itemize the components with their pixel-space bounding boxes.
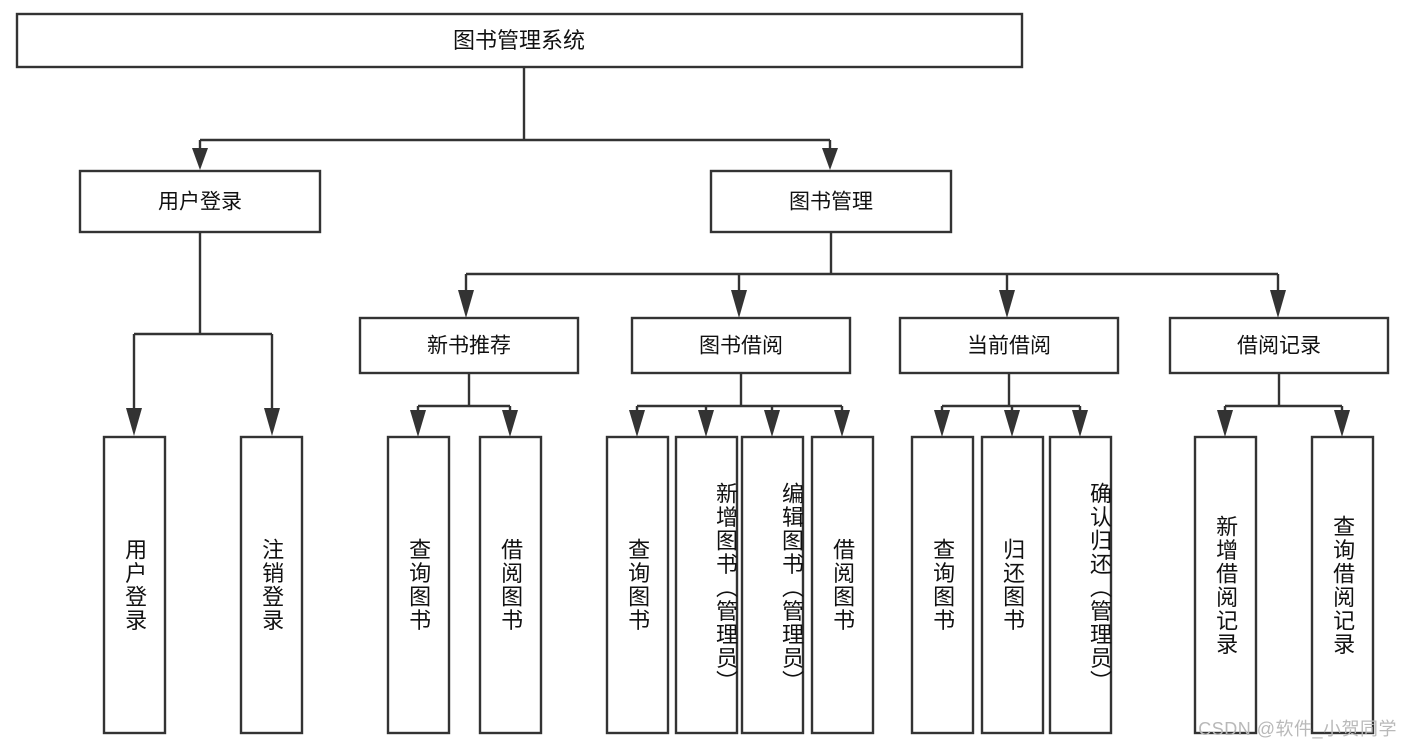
arrow-to-leaf-query-book-2 [629,410,645,437]
arrow-to-book-borrow [731,290,747,318]
arrow-to-leaf-confirm-return [1072,410,1088,437]
arrow-to-borrow-record [1270,290,1286,318]
node-root-box[interactable] [15,12,1024,69]
arrow-to-new-book-recommend [458,290,474,318]
leaf-logout-box[interactable] [239,435,304,735]
connector-root-to-level2 [198,67,832,148]
connector-new-book-recommend-to-leaves [416,373,512,410]
leaf-borrow-book-1-box[interactable] [478,435,543,735]
node-current-borrow-box[interactable] [898,316,1120,375]
arrow-to-leaf-add-book [698,410,714,437]
arrow-to-user-login [192,148,208,170]
arrow-to-leaf-logout [264,408,280,436]
arrow-to-current-borrow [999,290,1015,318]
leaf-return-book-box[interactable] [980,435,1045,735]
arrow-to-leaf-query-borrow-record [1334,410,1350,437]
leaf-query-book-3-box[interactable] [910,435,975,735]
arrow-to-leaf-borrow-book-1 [502,410,518,437]
watermark-text: CSDN @软件_小贺同学 [1198,719,1397,739]
connector-book-manage-to-level3 [464,232,1280,290]
node-root-label: 图书管理系统 [453,28,585,53]
node-current-borrow-label: 当前借阅 [967,335,1051,358]
leaf-query-book-2-box[interactable] [605,435,670,735]
leaf-query-book-1-box[interactable] [386,435,451,735]
arrow-to-leaf-user-login [126,408,142,436]
arrow-to-leaf-query-book-1 [410,410,426,437]
arrow-to-leaf-borrow-book-2 [834,410,850,437]
connector-user-login-to-leaves [132,232,274,408]
node-user-login-box[interactable] [78,169,322,234]
node-borrow-record-label: 借阅记录 [1237,335,1321,358]
arrow-to-leaf-add-borrow-record [1217,410,1233,437]
arrow-to-book-manage [822,148,838,170]
node-new-book-recommend-label: 新书推荐 [427,335,511,358]
arrow-to-leaf-edit-book [764,410,780,437]
leaf-edit-book-box[interactable] [740,435,805,735]
arrow-to-leaf-query-book-3 [934,410,950,437]
leaf-borrow-book-2-box[interactable] [810,435,875,735]
connector-borrow-record-to-leaves [1223,373,1344,410]
leaf-add-book-box[interactable] [674,435,739,735]
connector-book-borrow-to-leaves [635,373,844,410]
connector-current-borrow-to-leaves [940,373,1082,410]
node-book-manage-label: 图书管理 [789,191,873,214]
leaf-add-borrow-record-box[interactable] [1193,435,1258,735]
arrow-to-leaf-return-book [1004,410,1020,437]
node-user-login-label: 用户登录 [158,191,242,214]
node-new-book-recommend-box[interactable] [358,316,580,375]
leaf-query-borrow-record-box[interactable] [1310,435,1375,735]
leaf-confirm-return-box[interactable] [1048,435,1113,735]
node-book-borrow-label: 图书借阅 [699,335,783,358]
leaf-user-login-box[interactable] [102,435,167,735]
